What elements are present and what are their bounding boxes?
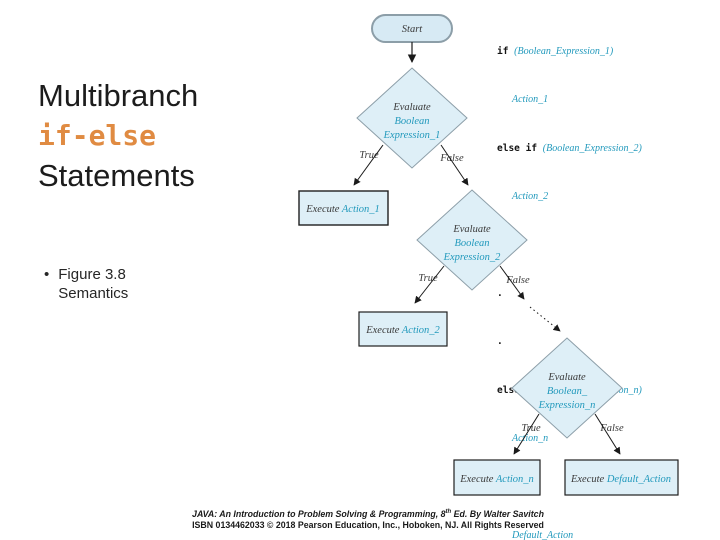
decision3-line2: Boolean_ [547, 386, 588, 397]
arrow-decision3-false [594, 413, 621, 455]
decision1-node [356, 67, 468, 169]
process-n-node [453, 459, 541, 496]
title-line-1: Multibranch [38, 78, 199, 113]
bullet-line-2: Semantics [58, 285, 129, 302]
bullet-text: Figure 3.8 Semantics [58, 265, 128, 303]
footer-isbn: ISBN 0134462033 © 2018 Pearson Education… [192, 520, 544, 530]
process-n-label: Execute Action_n [459, 474, 534, 485]
process-default-node [564, 459, 679, 496]
true-label-2: True [418, 273, 438, 284]
decision2-line3: Expression_2 [443, 252, 502, 263]
process2-node [358, 311, 448, 347]
false-label-3: False [599, 423, 624, 434]
process1-label: Execute Action_1 [305, 204, 380, 215]
bullet-line-1: Figure 3.8 [58, 266, 126, 283]
decision1-line2: Boolean [395, 116, 430, 127]
bullet-icon: • [44, 266, 50, 283]
process2-label: Execute Action_2 [365, 325, 440, 336]
decision3-line3: Expression_n [538, 400, 596, 411]
process1-node [298, 190, 389, 226]
arrow-decision2-true [414, 265, 445, 304]
decision3-line1: Evaluate [547, 372, 586, 383]
arrow-decision3-true [513, 413, 540, 455]
decision1-line3: Expression_1 [383, 130, 441, 141]
code-line: Action_1 [512, 94, 549, 106]
slide-footer: JAVA: An Introduction to Problem Solving… [0, 507, 720, 531]
code-ellipsis-dot: . [497, 336, 503, 348]
code-line: Action_2 [512, 191, 549, 203]
decision2-node [416, 189, 528, 291]
arrow-continuation-dotted [529, 306, 561, 332]
false-label-1: False [439, 153, 464, 164]
code-ellipsis-dot: . [497, 288, 503, 300]
arrow-decision1-false [440, 144, 469, 186]
title-line-3: Statements [38, 158, 195, 193]
decision2-line2: Boolean [455, 238, 490, 249]
decision2-line1: Evaluate [452, 224, 491, 235]
arrow-decision1-true [353, 144, 384, 186]
false-label-2: False [505, 275, 530, 286]
slide-title: Multibranch if-else Statements [38, 76, 198, 196]
decision3-node [511, 337, 623, 439]
start-label: Start [402, 24, 424, 35]
code-line: Action_n [512, 433, 549, 445]
process-default-label: Execute Default_Action [570, 474, 671, 485]
footer-citation: JAVA: An Introduction to Problem Solving… [192, 509, 544, 519]
code-line: if (Boolean_Expression_1) [497, 46, 614, 57]
bullet-item-figure: • Figure 3.8 Semantics [44, 265, 128, 303]
code-line: else if (Boolean_Expression_2) [497, 142, 642, 154]
code-line: Default_Action [512, 530, 574, 540]
title-line-if-else: if-else [38, 119, 157, 152]
true-label-3: True [521, 423, 541, 434]
decision1-line1: Evaluate [392, 102, 431, 113]
arrow-decision2-false [499, 265, 525, 300]
true-label-1: True [359, 150, 379, 161]
